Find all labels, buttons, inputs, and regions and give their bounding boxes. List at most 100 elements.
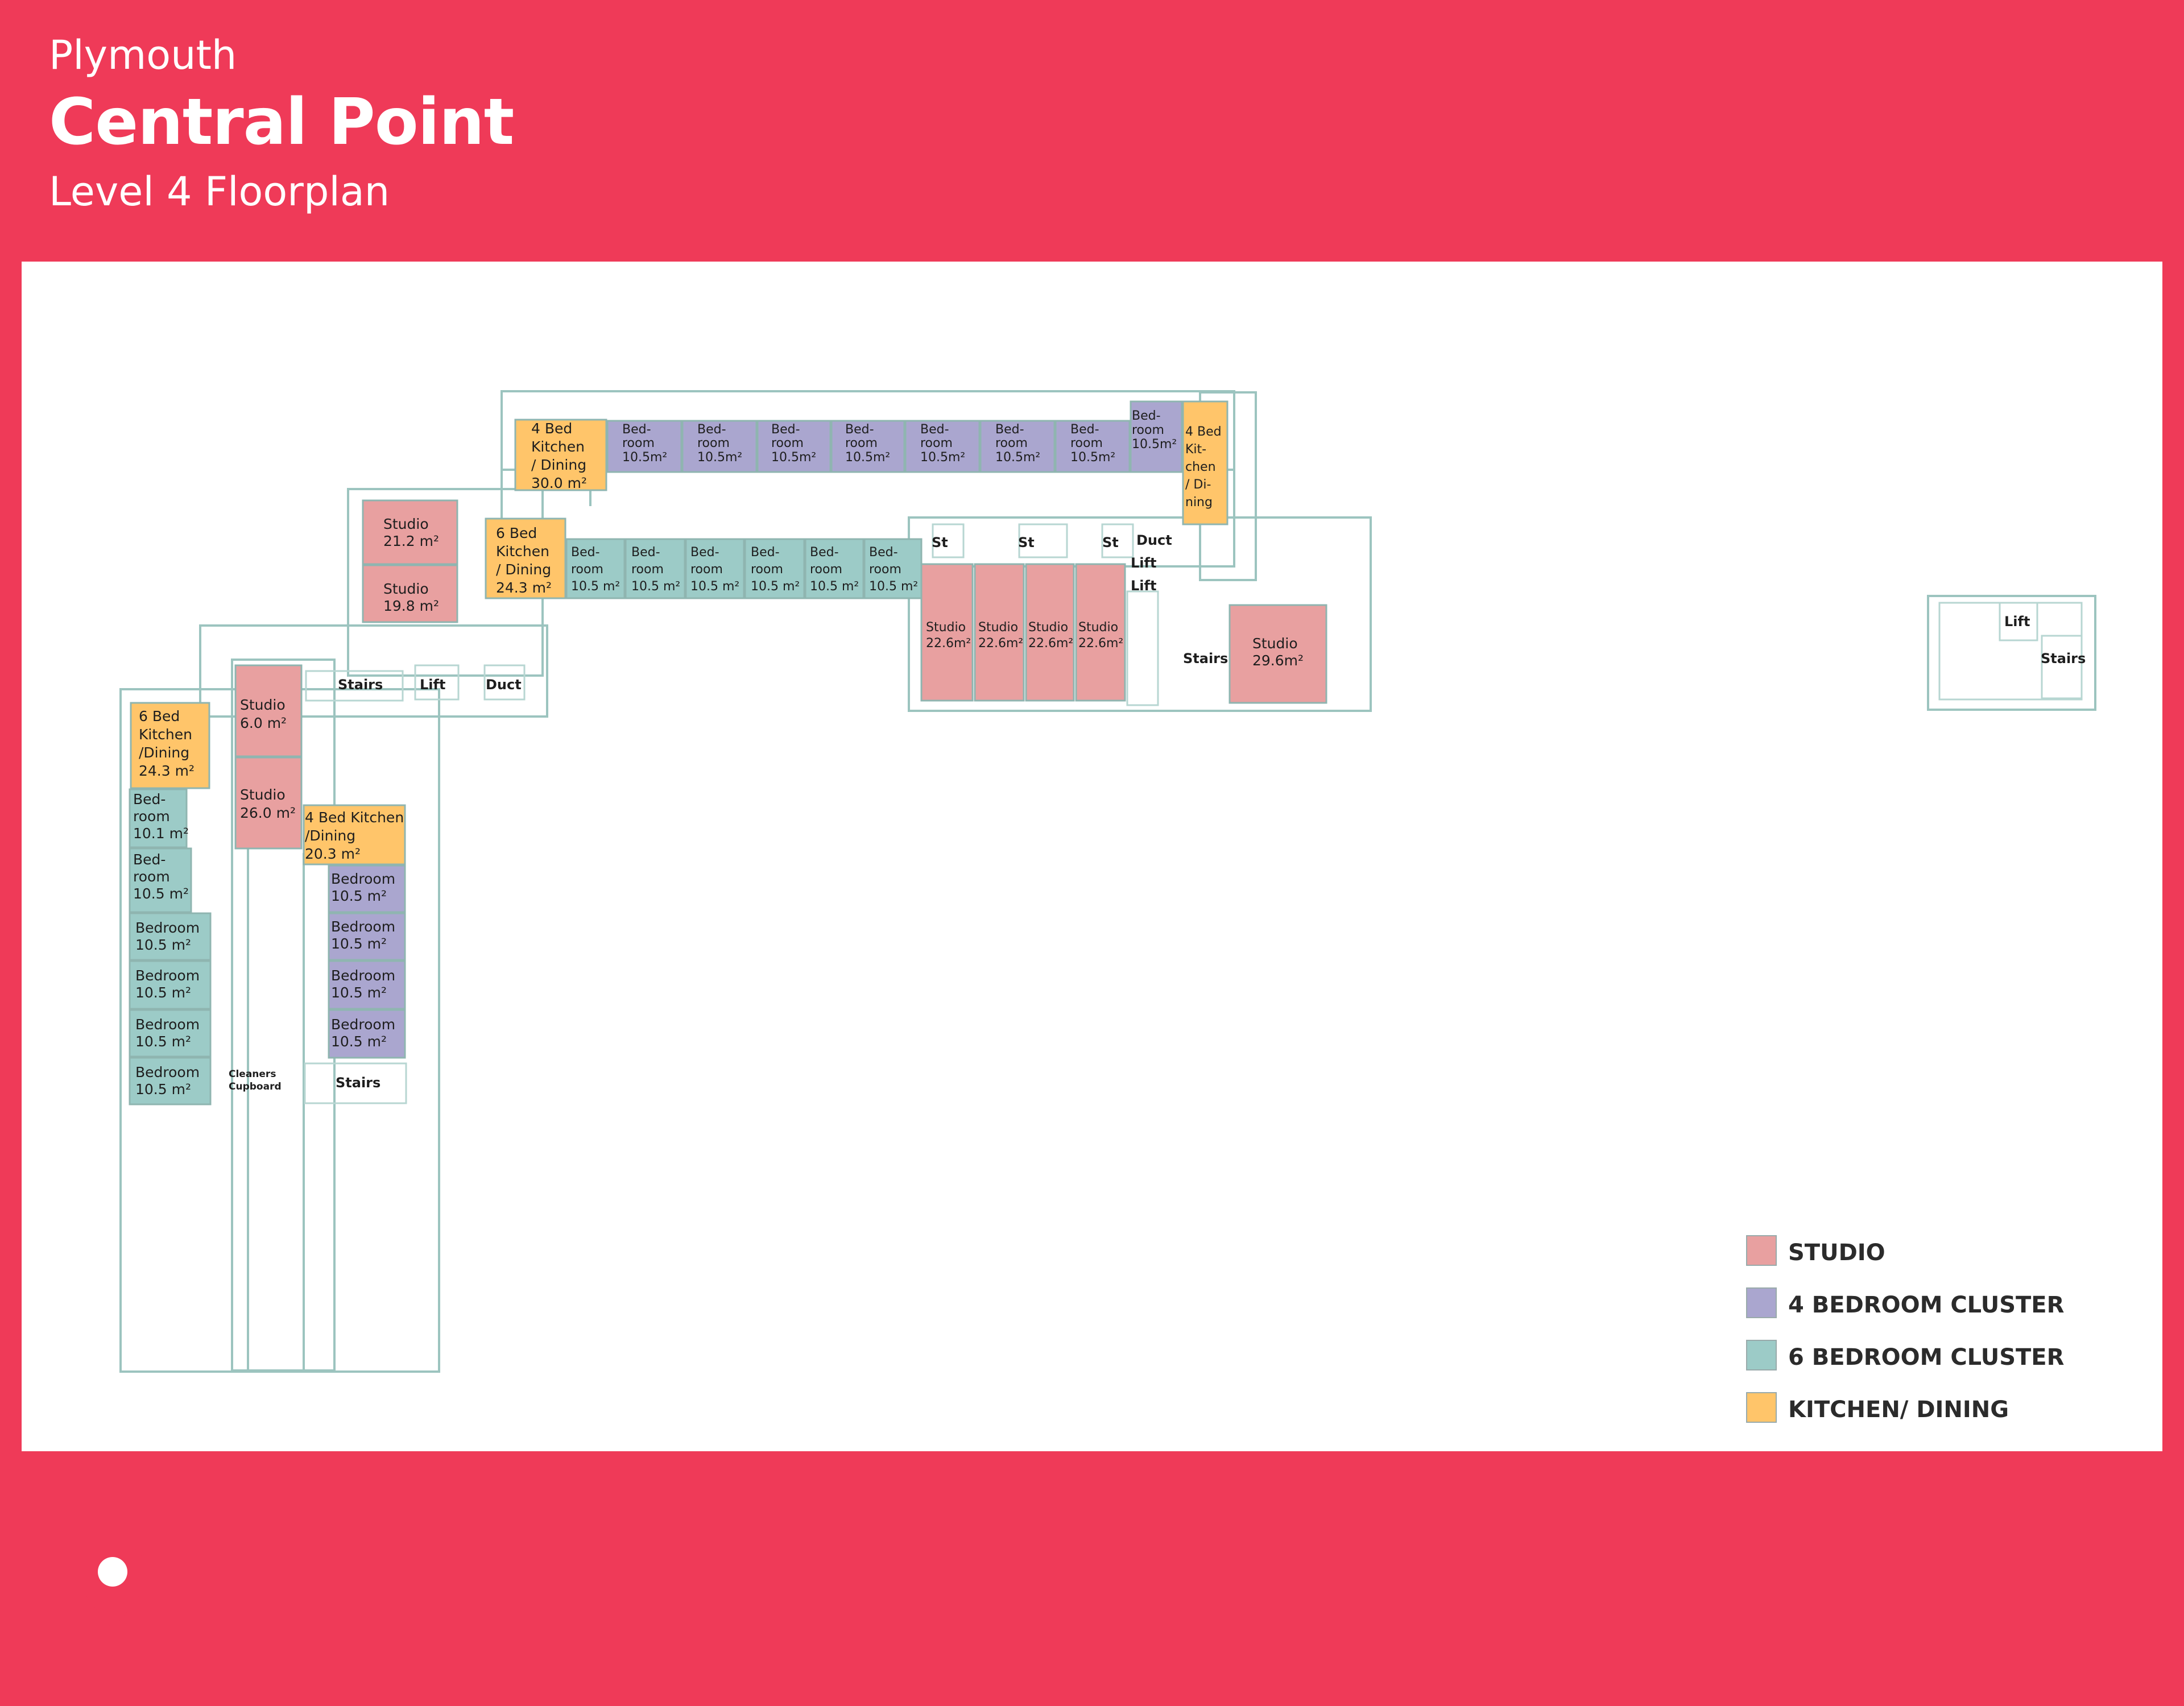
svg-text:10.5 m²: 10.5 m²	[331, 888, 387, 904]
svg-text:room: room	[1070, 436, 1103, 450]
svg-text:Kitchen: Kitchen	[496, 543, 549, 560]
svg-text:Bedroom: Bedroom	[331, 1016, 395, 1033]
legend-label: KITCHEN/ DINING	[1788, 1397, 2009, 1423]
svg-text:10.5m²: 10.5m²	[995, 450, 1040, 465]
svg-text:Bed-: Bed-	[133, 791, 166, 808]
svg-text:Bed-: Bed-	[690, 545, 719, 560]
svg-text:19.8 m²: 19.8 m²	[383, 598, 439, 614]
svg-text:10.5 m²: 10.5 m²	[135, 984, 191, 1001]
svg-text:Bed-: Bed-	[845, 423, 874, 437]
room-6-bed-kitchen-mid: 6 Bed Kitchen / Dining 24.3 m²	[485, 517, 566, 599]
svg-text:room: room	[771, 436, 804, 450]
svg-text:10.5m²: 10.5m²	[622, 450, 667, 465]
svg-text:Studio: Studio	[240, 697, 286, 713]
svg-text:Studio: Studio	[383, 516, 429, 532]
svg-text:4 Bed: 4 Bed	[531, 420, 572, 437]
legend-item-6-bedroom-cluster: 6 BEDROOM CLUSTER	[1746, 1340, 2144, 1374]
svg-text:room: room	[810, 562, 842, 577]
bedrooms-west-inner: Bedroom 10.5 m² Bedroom 10.5 m² Bedroom …	[328, 864, 406, 1059]
svg-text:room: room	[631, 562, 664, 577]
room-4-bed-kitchen-left: 4 Bed Kitchen /Dining 20.3 m²	[303, 804, 406, 866]
utility-spaces-east: St St St Duct Lift Lift Stairs	[932, 523, 1228, 666]
svg-text:10.5 m²: 10.5 m²	[690, 579, 739, 594]
svg-text:/Dining: /Dining	[305, 827, 355, 844]
svg-text:Kitchen: Kitchen	[531, 438, 585, 455]
bedroom-row-top: Bed- room 10.5m² Bed- room 10.5m² Bed- r…	[606, 400, 1183, 473]
north-indicator: N	[73, 1535, 152, 1706]
svg-text:St: St	[1102, 535, 1119, 550]
svg-text:Duct: Duct	[486, 677, 522, 693]
svg-text:Bed-: Bed-	[995, 423, 1024, 437]
svg-text:room: room	[995, 436, 1028, 450]
svg-text:26.0 m²: 26.0 m²	[240, 805, 296, 821]
floorplan-panel: 4 Bed Kitchen / Dining 30.0 m² Bed- room…	[22, 262, 2162, 1701]
svg-text:29.6m²: 29.6m²	[1252, 652, 1304, 669]
svg-text:Stairs: Stairs	[2041, 651, 2086, 666]
floorplan-drawing: 4 Bed Kitchen / Dining 30.0 m² Bed- room…	[119, 390, 2096, 1373]
svg-text:St: St	[932, 535, 948, 550]
city-name: Plymouth	[49, 32, 237, 78]
legend-swatch	[1746, 1340, 1777, 1370]
legend-item-kitchen-dining: KITCHEN/ DINING	[1746, 1392, 2144, 1426]
svg-text:room: room	[697, 436, 730, 450]
detached-core-east: Lift Stairs	[1999, 602, 2086, 699]
svg-text:6 Bed: 6 Bed	[496, 525, 537, 541]
svg-text:24.3 m²: 24.3 m²	[139, 763, 195, 779]
svg-text:Bedroom: Bedroom	[135, 1064, 200, 1080]
svg-text:10.5 m²: 10.5 m²	[133, 885, 189, 902]
svg-text:Bed-: Bed-	[771, 423, 800, 437]
legend-item-4-bedroom-cluster: 4 BEDROOM CLUSTER	[1746, 1287, 2144, 1322]
svg-text:10.5m²: 10.5m²	[697, 450, 742, 465]
page-header: Plymouth Central Point Level 4 Floorplan	[0, 0, 2184, 262]
svg-text:22.6m²: 22.6m²	[1028, 636, 1073, 651]
svg-text:Bed-: Bed-	[920, 423, 949, 437]
svg-text:Bed-: Bed-	[622, 423, 651, 437]
svg-text:10.5 m²: 10.5 m²	[869, 579, 918, 594]
svg-text:24.3 m²: 24.3 m²	[496, 579, 552, 596]
map-pin-icon	[78, 1541, 147, 1630]
svg-text:10.5 m²: 10.5 m²	[751, 579, 800, 594]
svg-text:Studio: Studio	[978, 620, 1018, 635]
svg-text:Duct: Duct	[1136, 532, 1172, 548]
svg-text:/Dining: /Dining	[139, 744, 189, 761]
studios-upper-left: Studio 21.2 m² Studio 19.8 m²	[362, 499, 458, 623]
svg-text:ning: ning	[1185, 495, 1213, 510]
svg-text:Bed-: Bed-	[133, 851, 166, 868]
svg-text:Kitchen: Kitchen	[139, 726, 192, 743]
svg-text:20.3 m²: 20.3 m²	[305, 846, 361, 862]
svg-text:Cleaners: Cleaners	[229, 1069, 276, 1080]
svg-text:room: room	[571, 562, 603, 577]
svg-text:room: room	[869, 562, 901, 577]
svg-text:Studio: Studio	[1028, 620, 1068, 635]
svg-text:4 Bed Kitchen: 4 Bed Kitchen	[305, 809, 404, 826]
svg-text:Stairs: Stairs	[338, 677, 383, 693]
svg-text:10.5 m²: 10.5 m²	[135, 1033, 191, 1050]
svg-text:Bed-: Bed-	[751, 545, 780, 560]
svg-text:10.5m²: 10.5m²	[845, 450, 890, 465]
svg-text:Bedroom: Bedroom	[331, 918, 395, 935]
svg-text:6 Bed: 6 Bed	[139, 708, 180, 724]
svg-text:10.5m²: 10.5m²	[1132, 437, 1177, 452]
svg-text:10.5 m²: 10.5 m²	[331, 1033, 387, 1050]
svg-text:room: room	[920, 436, 953, 450]
svg-text:Bedroom: Bedroom	[331, 871, 395, 887]
svg-text:Bed-: Bed-	[810, 545, 839, 560]
legend-item-studio: STUDIO	[1746, 1235, 2144, 1269]
svg-text:10.5 m²: 10.5 m²	[631, 579, 680, 594]
svg-text:Bedroom: Bedroom	[135, 920, 200, 936]
svg-text:/ Dining: / Dining	[531, 457, 586, 473]
svg-text:room: room	[622, 436, 655, 450]
svg-text:10.5 m²: 10.5 m²	[135, 1081, 191, 1098]
core-west: Stairs Lift Duct	[305, 664, 526, 702]
room-4-bed-kitchen-right: 4 Bed Kit- chen / Di- ning	[1182, 400, 1228, 525]
svg-text:Bed-: Bed-	[1070, 423, 1099, 437]
svg-text:Stairs: Stairs	[1183, 651, 1228, 666]
svg-text:10.5m²: 10.5m²	[920, 450, 965, 465]
svg-text:Studio: Studio	[926, 620, 966, 635]
building-name: Central Point	[49, 85, 514, 159]
svg-text:Studio: Studio	[383, 581, 429, 597]
svg-text:Studio: Studio	[1252, 635, 1298, 652]
legend-label: STUDIO	[1788, 1240, 1885, 1266]
svg-text:22.6m²: 22.6m²	[926, 636, 971, 651]
svg-text:Bed-: Bed-	[869, 545, 898, 560]
